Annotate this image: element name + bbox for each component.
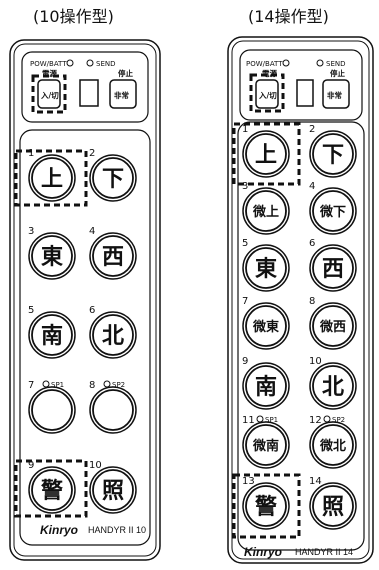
key-number: 5: [242, 238, 248, 249]
key-label: 東: [255, 256, 277, 282]
key-number: 13: [242, 476, 255, 487]
key-number: 11: [242, 415, 255, 426]
right-model-label: HANDYR II 14: [295, 547, 353, 557]
right-title: (14操作型): [248, 7, 329, 26]
sp-label: SP1: [51, 381, 64, 389]
key-number: 3: [28, 226, 34, 237]
key-number: 8: [89, 380, 95, 391]
sp-led: [43, 381, 49, 387]
right-display-window: [297, 80, 313, 106]
left-remote: POW/BATT SEND 電源 停止 入/切 非常 1上2下3東4西5南6北7…: [10, 40, 160, 560]
left-pow-led: [67, 60, 73, 66]
key-label: 微上: [252, 204, 279, 220]
key-label: 下: [102, 166, 124, 192]
key-label: 警: [40, 478, 63, 504]
sp-led: [104, 381, 110, 387]
key-number: 6: [309, 238, 315, 249]
key-number: 5: [28, 305, 34, 316]
key-number: 2: [89, 148, 95, 159]
right-power-button-label: 入/切: [258, 90, 277, 100]
left-display-window: [80, 80, 98, 106]
right-emergency-button-label: 非常: [327, 90, 342, 100]
key-number: 9: [242, 356, 248, 367]
key-number: 7: [242, 296, 248, 307]
left-send-led: [87, 60, 93, 66]
key-label: 西: [322, 256, 344, 282]
sp-label: SP2: [332, 416, 345, 424]
key-label: 上: [41, 166, 63, 192]
key-label: 微東: [252, 319, 279, 335]
right-pow-batt-label: POW/BATT: [246, 60, 283, 68]
key-number: 10: [309, 356, 322, 367]
key-cap: [93, 390, 133, 430]
key-label: 微西: [319, 319, 346, 335]
key-number: 1: [242, 124, 248, 135]
sp-label: SP2: [112, 381, 125, 389]
key-label: 東: [41, 244, 63, 270]
key-label: 微北: [319, 438, 346, 454]
key-label: 上: [255, 142, 277, 168]
key-number: 8: [309, 296, 315, 307]
right-brand-logo: Kinryo: [244, 545, 282, 559]
right-send-led: [317, 60, 323, 66]
key-label: 微南: [252, 438, 279, 454]
left-pow-batt-label: POW/BATT: [30, 60, 67, 68]
right-send-label: SEND: [326, 60, 346, 68]
key-label: 下: [322, 142, 344, 168]
left-model-label: HANDYR II 10: [88, 525, 146, 535]
key-label: 北: [102, 323, 124, 349]
left-brand-logo: Kinryo: [40, 523, 78, 537]
key-cap: [32, 390, 72, 430]
left-emergency-button-label: 非常: [114, 90, 129, 100]
key-label: 照: [322, 494, 344, 520]
key-number: 10: [89, 460, 102, 471]
key-number: 2: [309, 124, 315, 135]
key-label: 微下: [319, 204, 346, 220]
sp-led: [257, 416, 263, 422]
key-number: 12: [309, 415, 322, 426]
right-pow-led: [283, 60, 289, 66]
key-number: 6: [89, 305, 95, 316]
key-label: 南: [255, 374, 277, 400]
key-label: 南: [41, 323, 63, 349]
key-number: 14: [309, 476, 322, 487]
key-label: 西: [102, 244, 124, 270]
key-number: 4: [309, 181, 315, 192]
key-label: 警: [254, 494, 277, 520]
left-send-label: SEND: [96, 60, 116, 68]
right-remote: POW/BATT SEND 電源 停止 入/切 非常 1上2下3微上4微下5東6…: [228, 37, 373, 563]
left-stop-label: 停止: [118, 68, 133, 78]
sp-led: [324, 416, 330, 422]
right-stop-label: 停止: [330, 68, 345, 78]
key-number: 4: [89, 226, 95, 237]
left-title: (10操作型): [33, 7, 114, 26]
sp-label: SP1: [265, 416, 278, 424]
left-power-button-label: 入/切: [40, 90, 59, 100]
key-label: 照: [102, 478, 124, 504]
key-label: 北: [322, 374, 344, 400]
key-number: 7: [28, 380, 34, 391]
